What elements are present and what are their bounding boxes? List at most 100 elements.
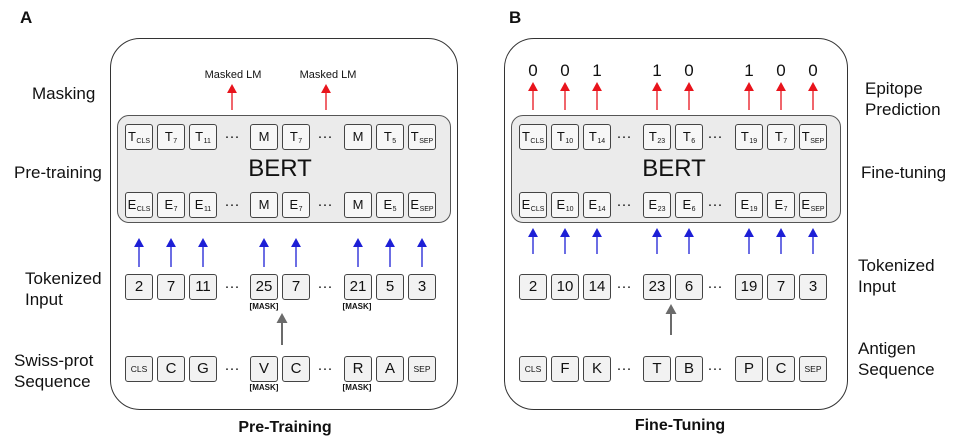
panel-b-emb-token-6-base: E [740, 197, 750, 212]
panel-a-blue-arrow-6 [353, 238, 363, 267]
panel-b-red-arrow-2 [560, 82, 570, 110]
panel-a-frame [110, 38, 458, 410]
panel-b-inp-token-6: 19 [735, 274, 763, 300]
panel-b-blue-arrow-7 [776, 228, 786, 254]
panel-b-red-arrow-4 [652, 82, 662, 110]
panel-a-inp-ellipsis-1: ··· [224, 278, 240, 295]
panel-b-emb-token-3-subscript: 14 [597, 206, 606, 213]
panel-b-out-token-5-base: T [682, 129, 691, 144]
panel-a-out-token-3-base: T [195, 129, 204, 144]
panel-b-emb-token-8-subscript: SEP [810, 206, 825, 213]
panel-a-tokenized-line2: Input [25, 290, 63, 309]
panel-b-emb-ellipsis-2: ··· [707, 196, 723, 213]
panel-a-emb-token-7-subscript: 5 [392, 206, 397, 213]
panel-b-seq-ellipsis-1: ··· [616, 360, 632, 377]
panel-a-out-token-4-base: M [258, 129, 270, 144]
panel-b-emb-token-1: ECLS [519, 192, 547, 218]
panel-b-emb-token-2: E10 [551, 192, 579, 218]
panel-a-out-token-8: TSEP [408, 124, 436, 150]
panel-a-out-token-6: M [344, 124, 372, 150]
panel-a-blue-arrow-4 [259, 238, 269, 267]
panel-a-seq-token-5: C [282, 356, 310, 382]
panel-a-emb-token-5-subscript: 7 [298, 206, 303, 213]
panel-b-epitope-line2: Prediction [865, 100, 941, 119]
panel-a-red-arrow-2 [321, 84, 331, 110]
panel-b-antigen-line1: Antigen [858, 339, 916, 358]
panel-b-out-token-8-base: T [801, 129, 810, 144]
panel-b-red-arrow-3 [592, 82, 602, 110]
panel-b-blue-arrow-4 [652, 228, 662, 254]
panel-b-frame [504, 38, 848, 410]
panel-b-emb-token-5-subscript: 6 [691, 206, 696, 213]
panel-b-emb-token-3: E14 [583, 192, 611, 218]
panel-a-inp-token-4: 25 [250, 274, 278, 300]
panel-b-prediction-4: 1 [652, 61, 662, 80]
panel-b-inp-token-4: 23 [643, 274, 671, 300]
panel-a-emb-token-4-base: M [258, 197, 270, 212]
panel-b-prediction-6: 1 [744, 61, 754, 80]
panel-b-red-arrow-7 [776, 82, 786, 110]
panel-a-emb-token-3: E11 [189, 192, 217, 218]
panel-a-seq-token-6: R [344, 356, 372, 382]
panel-b-out-ellipsis-2: ··· [707, 128, 723, 145]
panel-b-inp-token-7: 7 [767, 274, 795, 300]
panel-b-prediction-7: 0 [776, 61, 786, 80]
panel-a-out-token-5-subscript: 7 [298, 138, 303, 145]
panel-b-out-token-8: TSEP [799, 124, 827, 150]
panel-a-pretraining-label: Pre-training [14, 163, 102, 182]
panel-b-emb-token-8-base: E [801, 197, 811, 212]
panel-b-prediction-3: 1 [592, 61, 602, 80]
panel-a-blue-arrow-3 [198, 238, 208, 267]
panel-b-tokenized-line2: Input [858, 277, 896, 296]
panel-b-out-token-4-base: T [648, 129, 657, 144]
panel-a-inp-token-5: 7 [282, 274, 310, 300]
panel-a-swiss-label: Swiss-prot Sequence [14, 350, 93, 392]
panel-a-inp-token-6: 21 [344, 274, 372, 300]
panel-a-mask-tag-input-1: [MASK] [249, 302, 279, 311]
panel-a-inp-token-8: 3 [408, 274, 436, 300]
panel-b-out-token-6-base: T [740, 129, 749, 144]
panel-a-mask-tag-seq-1: [MASK] [249, 383, 279, 392]
panel-b-emb-token-2-subscript: 10 [565, 206, 574, 213]
panel-a-out-token-8-base: T [410, 129, 419, 144]
panel-b-tokenized-line1: Tokenized [858, 256, 935, 275]
panel-b-out-token-3: T14 [583, 124, 611, 150]
panel-a-seq-token-7: A [376, 356, 404, 382]
panel-b-out-token-6-subscript: 19 [749, 138, 758, 145]
panel-a-out-token-1: TCLS [125, 124, 153, 150]
panel-a-swiss-line2: Sequence [14, 372, 91, 391]
panel-a-emb-token-7: E5 [376, 192, 404, 218]
panel-b-out-token-3-subscript: 14 [597, 138, 606, 145]
panel-a-inp-ellipsis-2: ··· [317, 278, 333, 295]
panel-a-out-token-8-subscript: SEP [419, 138, 434, 145]
panel-a-inp-token-2: 7 [157, 274, 185, 300]
panel-a-inp-token-7: 5 [376, 274, 404, 300]
panel-a-out-token-6-base: M [352, 129, 364, 144]
panel-b-emb-token-2-base: E [556, 197, 566, 212]
panel-a-out-token-3-subscript: 11 [203, 138, 211, 145]
panel-a-emb-token-8-base: E [410, 197, 420, 212]
panel-b-epitope-label: Epitope Prediction [865, 78, 941, 120]
panel-b-out-token-1-base: T [521, 129, 530, 144]
panel-b-emb-token-4-base: E [648, 197, 658, 212]
panel-b-prediction-2: 0 [560, 61, 570, 80]
panel-a-seq-ellipsis-2: ··· [317, 360, 333, 377]
panel-a-blue-arrow-5 [291, 238, 301, 267]
panel-a-emb-token-3-base: E [194, 197, 204, 212]
panel-b-red-arrow-6 [744, 82, 754, 110]
panel-a-emb-ellipsis-1: ··· [224, 196, 240, 213]
panel-a-emb-token-2-base: E [164, 197, 174, 212]
panel-b-inp-token-1: 2 [519, 274, 547, 300]
panel-b-emb-token-5-base: E [682, 197, 692, 212]
panel-b-emb-token-4: E23 [643, 192, 671, 218]
panel-a-masked-lm-1: Masked LM [204, 69, 262, 81]
panel-a-seq-ellipsis-1: ··· [224, 360, 240, 377]
panel-a-out-ellipsis-1: ··· [224, 128, 240, 145]
panel-a-tokenized-line1: Tokenized [25, 269, 102, 288]
panel-a-mask-tag-seq-2: [MASK] [342, 383, 372, 392]
panel-b-seq-token-1: CLS [519, 356, 547, 382]
panel-a-emb-token-1: ECLS [125, 192, 153, 218]
panel-a-out-token-5: T7 [282, 124, 310, 150]
panel-a-masking-label: Masking [32, 84, 96, 103]
panel-b-out-token-4: T23 [643, 124, 671, 150]
